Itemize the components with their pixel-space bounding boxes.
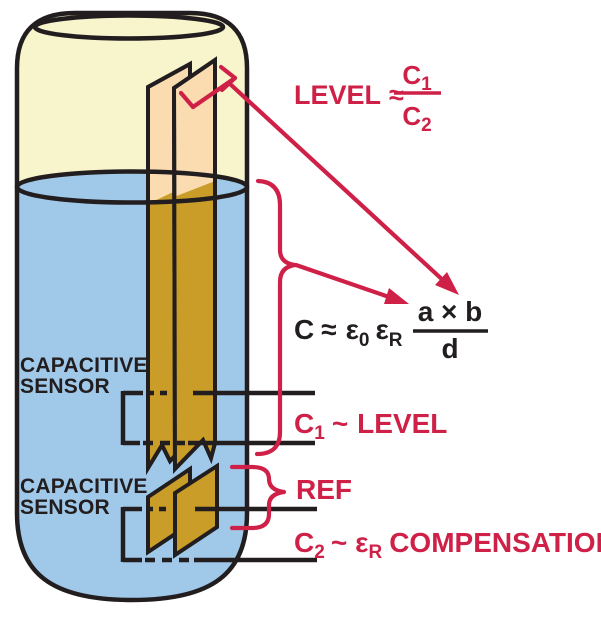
level-equation-denominator: C2 [402,101,431,136]
level-equation-numerator: C1 [402,60,432,95]
arrow-brace-to-formula [293,262,392,300]
annotations [178,64,459,531]
level-brace [254,178,298,457]
level-equation-lhs: LEVEL≈ [294,80,404,110]
sensor2-wiring [120,506,317,563]
arrow-gap-to-formula [226,80,449,286]
c1-level-label: C1~LEVEL [294,408,447,444]
sensor2-label: CAPACITIVE SENSOR [20,475,148,519]
sensor1-front-plate-wet [174,181,215,469]
sensor1-label-line2: SENSOR [20,375,110,398]
sensor1-label: CAPACITIVE SENSOR [20,354,148,398]
bottle-outline [14,10,250,603]
arrow-gap-to-formula-head-icon [435,272,459,295]
sensor2-label-line1: CAPACITIVE [20,475,148,498]
capacitance-equation-numerator: a × b [418,296,483,327]
sensor2-label-line2: SENSOR [20,496,110,519]
ref-label: REF [296,474,352,505]
sensor1-front-plate-outline [171,56,217,474]
bottle-mouth [32,13,226,41]
capacitance-equation-denominator: d [441,333,458,364]
plate-gap-tick [178,90,196,110]
level-equation: LEVEL≈ C1 C2 [294,60,441,136]
ref-brace [229,464,287,531]
plate-gap-chevron [218,64,238,93]
arrow-brace-to-formula-head-icon [384,288,409,304]
sensor1-label-line1: CAPACITIVE [20,354,148,377]
sensor1-wiring [120,390,315,446]
sensor1-back-plate-outline [146,60,192,476]
sensor1-plates [146,56,217,476]
